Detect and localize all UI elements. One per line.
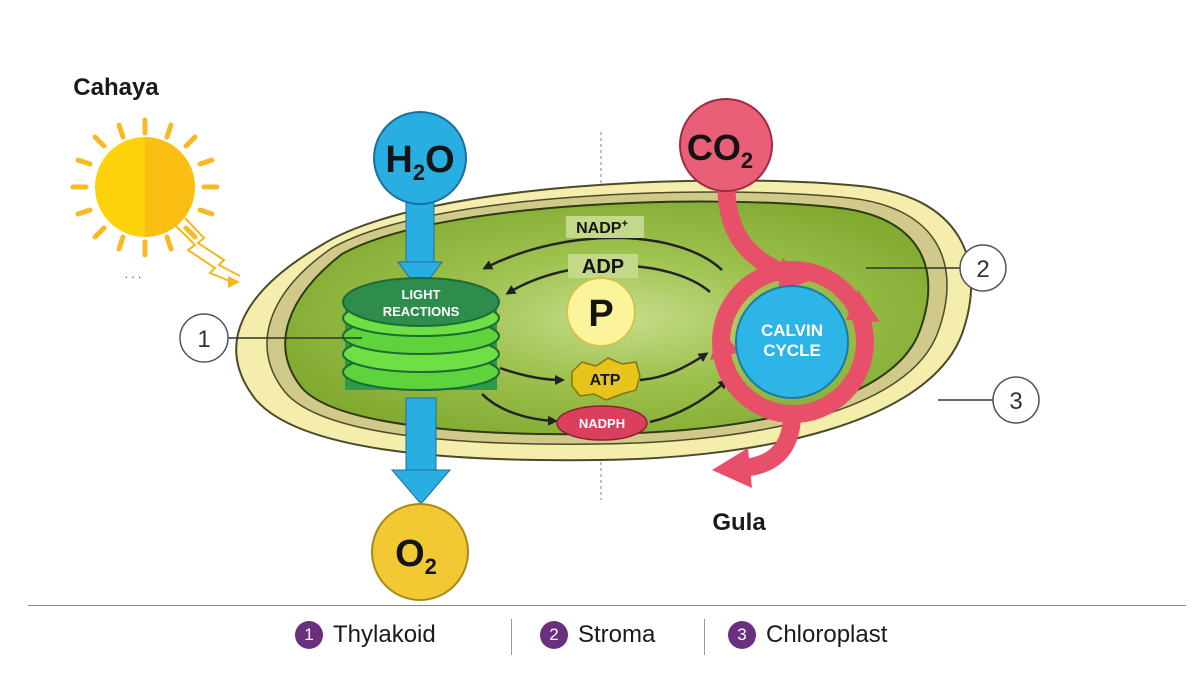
callout-1 bbox=[179, 313, 229, 363]
svg-text:CO2: CO2 bbox=[687, 127, 753, 173]
ellipsis-text: . . . bbox=[125, 267, 142, 281]
oxygen-molecule: O2 bbox=[371, 503, 469, 601]
nadph-label: NADPH bbox=[579, 416, 625, 431]
legend-divider bbox=[28, 605, 1186, 606]
nadph-molecule: NADPH bbox=[556, 405, 648, 441]
water-subscript: 2 bbox=[413, 160, 425, 185]
water-symbol: H bbox=[385, 139, 412, 181]
water-arrow bbox=[397, 199, 443, 293]
phosphate-molecule: P bbox=[566, 277, 636, 347]
sugar-arrow bbox=[712, 413, 801, 488]
calvin-label-2: CYCLE bbox=[763, 341, 821, 360]
adp-label: ADP bbox=[582, 256, 624, 278]
atp-out-arrow bbox=[639, 352, 709, 382]
legend-label-chloroplast: Chloroplast bbox=[766, 621, 888, 648]
svg-text:O2: O2 bbox=[395, 533, 437, 579]
phosphate-label: P bbox=[588, 293, 613, 335]
callout-3-text: 3 bbox=[1009, 388, 1022, 415]
atp-molecule: ATP bbox=[571, 357, 641, 401]
nadp-superscript: + bbox=[621, 218, 627, 230]
thylakoid-stack: LIGHT REACTIONS bbox=[342, 277, 500, 391]
legend-number-1: 1 bbox=[295, 621, 323, 649]
legend-label-stroma: Stroma bbox=[578, 621, 656, 648]
adp-label-bg bbox=[568, 254, 638, 278]
legend-number-2: 2 bbox=[540, 621, 568, 649]
legend-separator bbox=[704, 619, 705, 655]
legend-item-stroma: 2 Stroma bbox=[540, 620, 655, 650]
sun-icon bbox=[70, 117, 241, 288]
co2-molecule: CO2 bbox=[679, 98, 773, 192]
light-reactions-label-2: REACTIONS bbox=[383, 304, 460, 319]
sugar-label: Gula bbox=[712, 509, 766, 536]
nadp-label-bg bbox=[566, 216, 644, 238]
svg-text:NADP+: NADP+ bbox=[576, 218, 628, 237]
legend-item-thylakoid: 1 Thylakoid bbox=[295, 620, 436, 650]
oxygen-arrow bbox=[390, 397, 452, 505]
co2-symbol: CO bbox=[687, 127, 741, 168]
water-molecule: H2O bbox=[373, 111, 467, 205]
nadp-label: NADP bbox=[576, 220, 622, 237]
callout-1-text: 1 bbox=[197, 326, 210, 353]
svg-text:H2O: H2O bbox=[385, 139, 454, 185]
light-label: Cahaya bbox=[73, 74, 159, 101]
legend-item-chloroplast: 3 Chloroplast bbox=[728, 620, 887, 650]
atp-label: ATP bbox=[590, 372, 621, 389]
legend: 1 Thylakoid 2 Stroma 3 Chloroplast bbox=[0, 605, 1200, 665]
oxygen-subscript: 2 bbox=[425, 554, 437, 579]
light-reactions-label-1: LIGHT bbox=[402, 287, 441, 302]
atp-in-arrow bbox=[499, 366, 565, 385]
callout-2 bbox=[959, 244, 1007, 292]
nadph-in-arrow bbox=[481, 393, 558, 426]
legend-number-3: 3 bbox=[728, 621, 756, 649]
nadph-out-arrow bbox=[649, 378, 729, 424]
oxygen-symbol: O bbox=[395, 533, 425, 575]
calvin-label-1: CALVIN bbox=[761, 321, 823, 340]
legend-separator bbox=[511, 619, 512, 655]
legend-label-thylakoid: Thylakoid bbox=[333, 621, 436, 648]
water-symbol-tail: O bbox=[425, 139, 455, 181]
callout-2-text: 2 bbox=[976, 256, 989, 283]
callout-3 bbox=[992, 376, 1040, 424]
co2-subscript: 2 bbox=[741, 148, 753, 173]
